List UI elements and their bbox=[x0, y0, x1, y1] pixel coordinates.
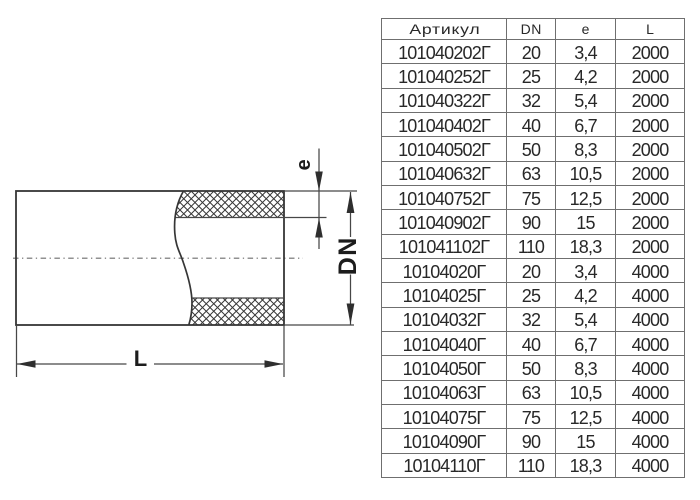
svg-text:DN: DN bbox=[334, 236, 362, 275]
svg-text:e: e bbox=[293, 159, 315, 170]
svg-text:L: L bbox=[134, 346, 147, 371]
